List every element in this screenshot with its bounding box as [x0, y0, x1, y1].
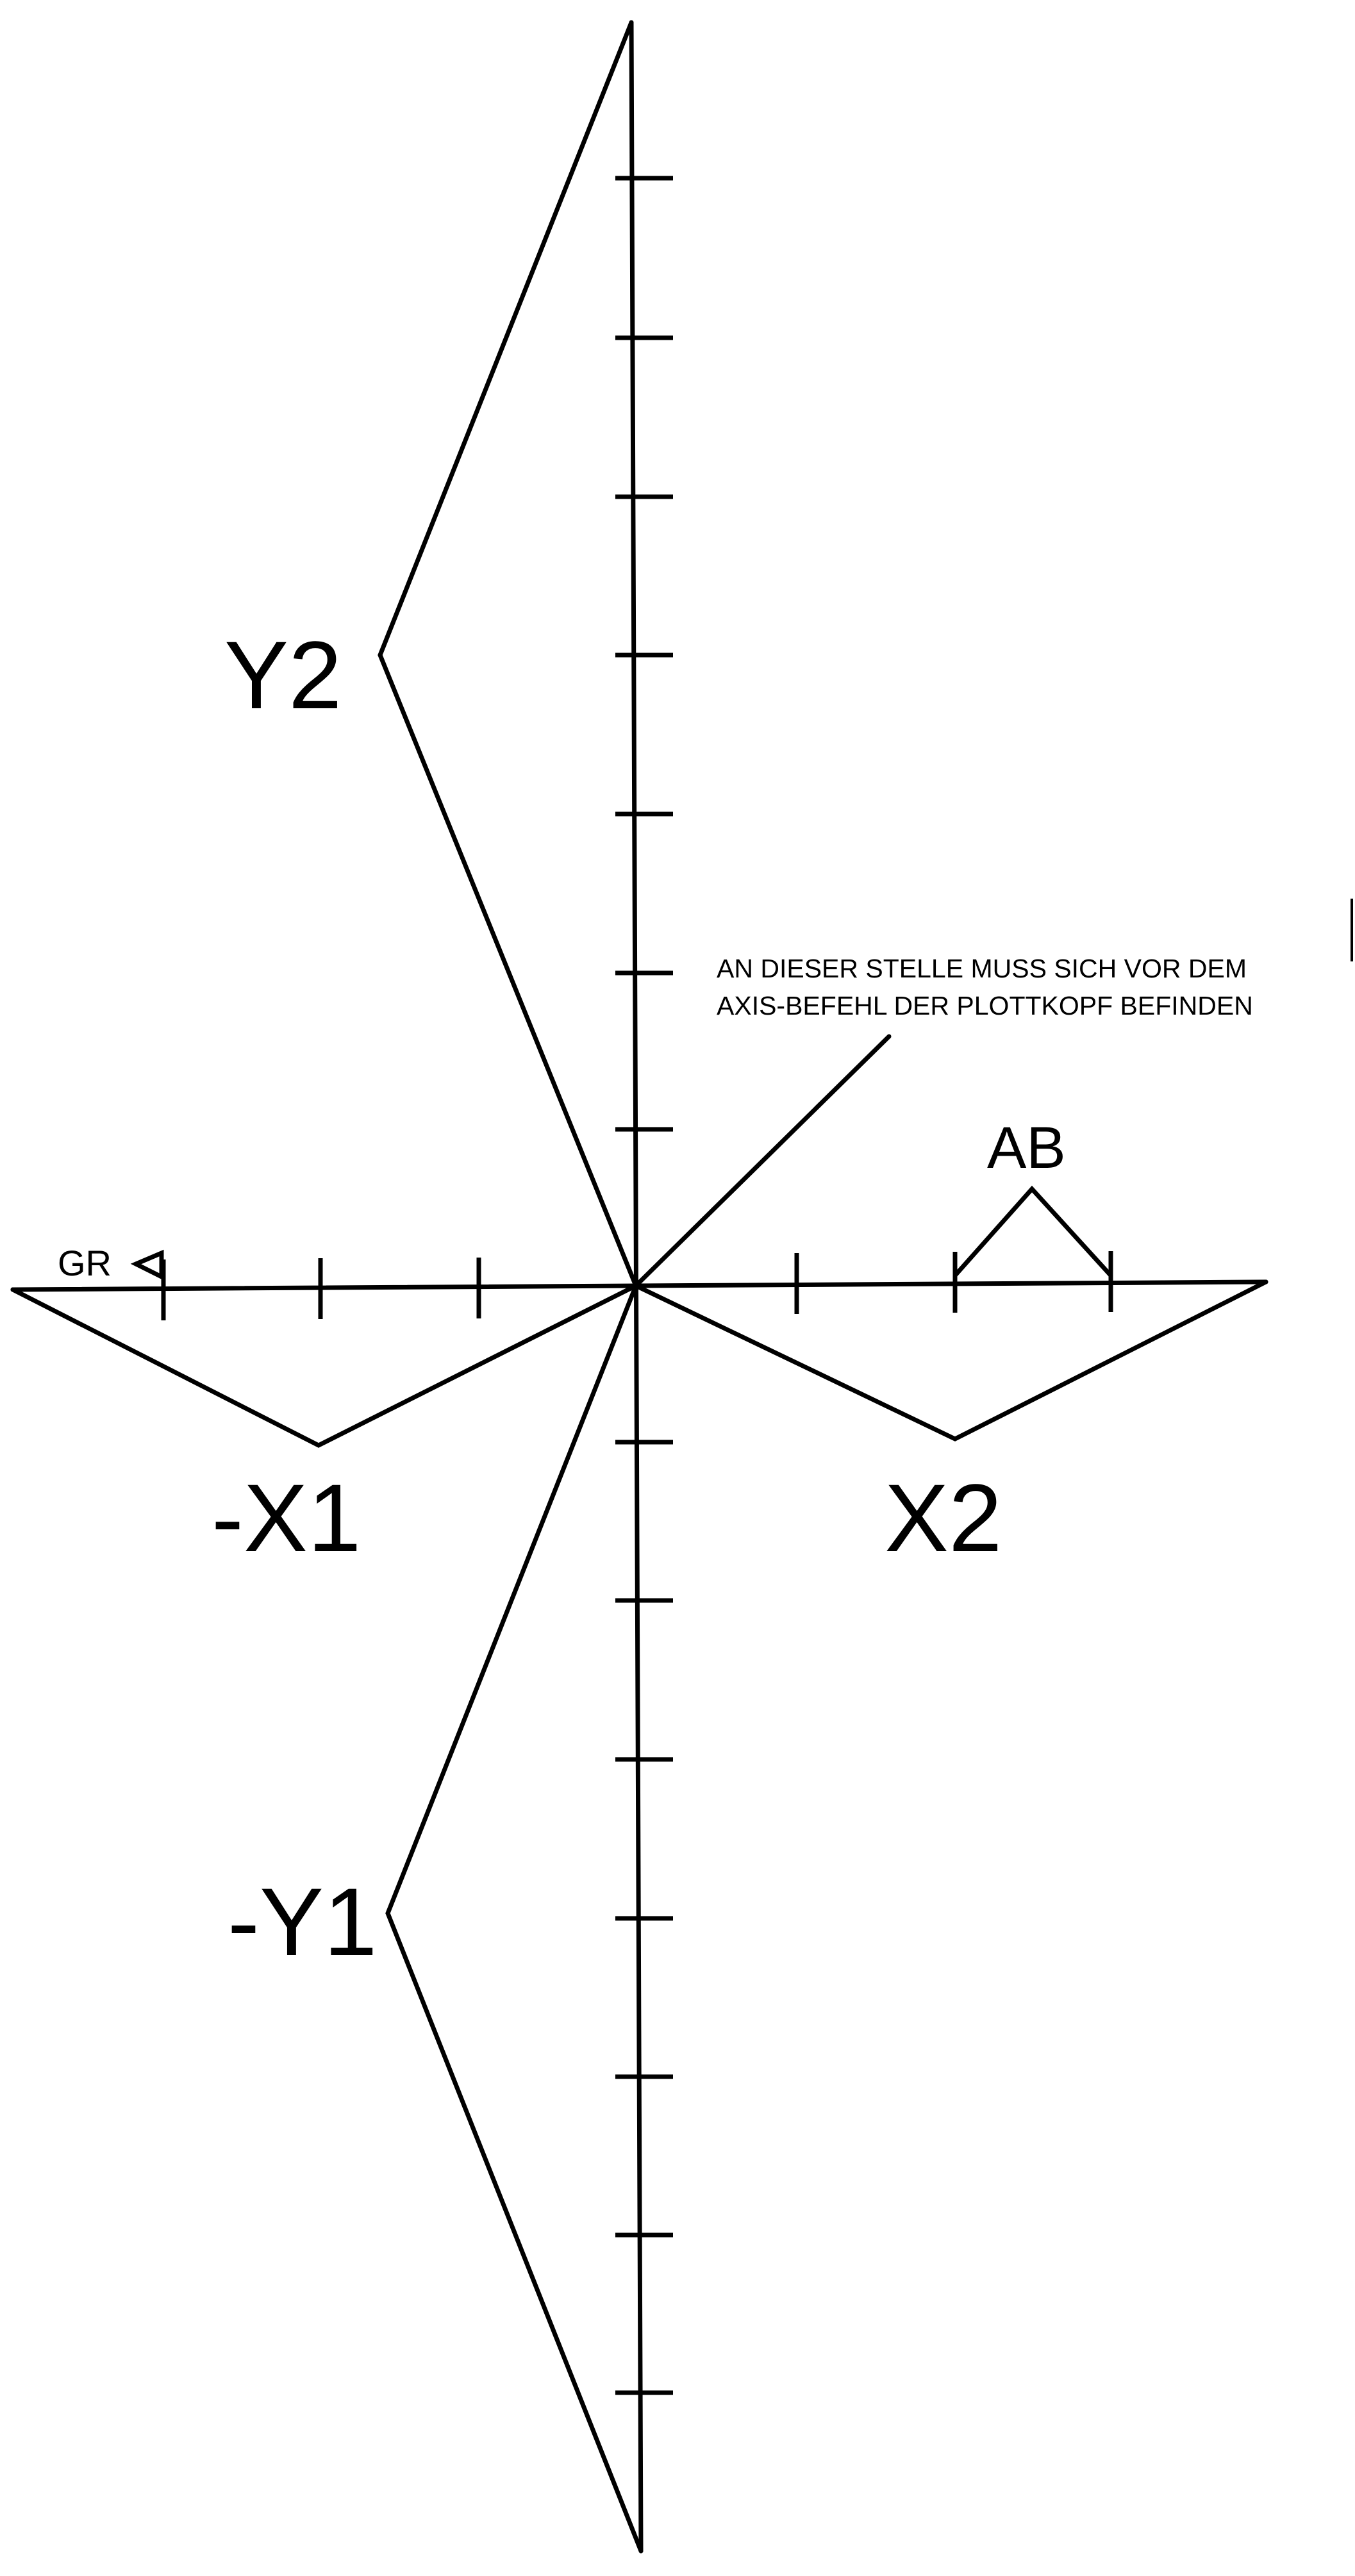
x1-leader — [10, 1283, 638, 1448]
note-leader — [633, 1034, 892, 1288]
x2-leader — [633, 1279, 1268, 1442]
note-line-2: AXIS-BEFEHL DER PLOTTKOPF BEFINDEN — [717, 991, 1253, 1020]
x2-label: X2 — [885, 1464, 1002, 1572]
ab-bracket — [952, 1185, 1113, 1278]
gr-label: GR — [58, 1243, 112, 1283]
y2-label: Y2 — [224, 621, 342, 729]
vertical-axis-ticks — [615, 176, 673, 2395]
x1-label: -X1 — [212, 1464, 361, 1572]
ab-label: AB — [987, 1115, 1066, 1181]
gr-arrowhead — [130, 1249, 164, 1281]
y2-leader — [378, 20, 638, 1288]
y1-label: -Y1 — [228, 1868, 377, 1975]
y1-leader — [385, 1283, 644, 2554]
note-line-1: AN DIESER STELLE MUSS SICH VOR DEM — [717, 954, 1247, 983]
